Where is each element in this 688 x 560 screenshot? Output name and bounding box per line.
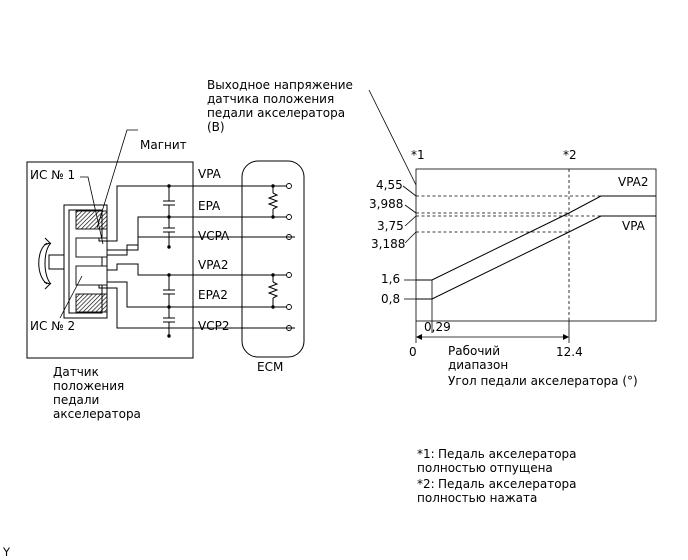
- x-tick-0-29: 0,29: [424, 320, 451, 334]
- chart-title-2: датчика положения: [207, 92, 334, 106]
- y-tick-4-55: 4,55: [376, 178, 403, 192]
- title-leader: [368, 89, 417, 186]
- note-2-marker: *2:: [417, 477, 435, 491]
- rotation-icon: [38, 237, 65, 290]
- chart-title-3: педали акселератора: [207, 106, 345, 120]
- y-tick-3-988: 3,988: [369, 197, 403, 211]
- chart-title-4: (В): [207, 120, 225, 134]
- ic-1-chip: [75, 237, 108, 258]
- range-label-1: Рабочий: [448, 344, 500, 358]
- ecm-box: [241, 160, 305, 358]
- pin-label-vpa: VPA: [198, 167, 222, 181]
- pin-label-vcp2: VCP2: [198, 319, 229, 333]
- y-tick-3-75: 3,75: [377, 219, 404, 233]
- series-label-vpa: VPA: [622, 219, 646, 233]
- chart-title-1: Выходное напряжение: [207, 78, 353, 92]
- wiring: [98, 183, 295, 338]
- plot-frame: [415, 168, 657, 322]
- ic1-leader: [80, 176, 104, 245]
- y-tick-0-8: 0,8: [381, 292, 400, 306]
- ic2-label: ИС № 2: [30, 319, 75, 333]
- note-1-line-2: полностью отпущена: [417, 461, 553, 475]
- ic1-label: ИС № 1: [30, 168, 75, 182]
- range-label-2: диапазон: [448, 358, 508, 372]
- magnet-label: Магнит: [140, 138, 187, 152]
- circuit: VPA EPA VCPA VPA2 EPA2 VCP2 Магнит ИС № …: [2, 129, 305, 559]
- ic-2-chip: [75, 265, 108, 286]
- ic-holder-inner: [68, 209, 103, 314]
- output-voltage-chart: Выходное напряжение датчика положения пе…: [207, 78, 657, 505]
- operating-range-arrow: [415, 321, 570, 343]
- pin-label-epa2: EPA2: [198, 288, 228, 302]
- series-line-vpa2: [416, 195, 656, 281]
- note-1-line-1: Педаль акселератора: [438, 447, 577, 461]
- corner-label: Y: [2, 545, 11, 559]
- ic2-leader: [59, 275, 83, 319]
- pin-label-vpa2: VPA2: [198, 258, 229, 272]
- magnet-bottom: [75, 293, 108, 313]
- x-tick-0: 0: [409, 345, 417, 359]
- series-label-vpa2: VPA2: [618, 175, 649, 189]
- series-line-vpa: [416, 215, 656, 300]
- marker-1: *1: [411, 148, 425, 162]
- marker-2: *2: [563, 148, 577, 162]
- sensor-label-3: педали: [53, 393, 99, 407]
- pin-label-epa: EPA: [198, 199, 221, 213]
- pin-label-vcpa: VCPA: [198, 229, 230, 243]
- note-2-line-1: Педаль акселератора: [438, 477, 577, 491]
- note-2-line-2: полностью нажата: [417, 491, 537, 505]
- y-tick-3-188: 3,188: [371, 237, 405, 251]
- sensor-label-1: Датчик: [53, 365, 99, 379]
- magnet-leader: [96, 129, 138, 229]
- x-axis-label: Угол педали акселератора (°): [448, 374, 638, 388]
- y-tick-1-6: 1,6: [381, 272, 400, 286]
- sensor-label-4: акселератора: [53, 407, 141, 421]
- sensor-housing: [26, 161, 194, 359]
- ecm-label: ECM: [257, 360, 283, 374]
- sensor-label-2: положения: [53, 379, 124, 393]
- note-1-marker: *1:: [417, 447, 435, 461]
- x-tick-12-4: 12.4: [556, 345, 583, 359]
- magnet-top: [75, 210, 108, 230]
